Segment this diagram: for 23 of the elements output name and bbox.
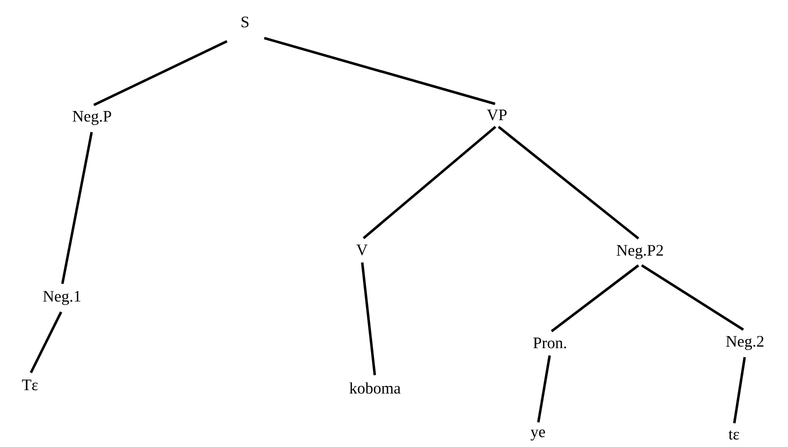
tree-label: ye — [530, 430, 545, 440]
tree-branch — [360, 262, 376, 376]
tree-label: V — [356, 244, 368, 256]
tree-branch — [93, 40, 228, 106]
tree-label: Tε — [22, 380, 38, 390]
tree-label: tε — [728, 430, 740, 440]
tree-label: koboma — [350, 382, 401, 394]
tree-branch — [641, 264, 744, 331]
tree-label: Pron. — [533, 338, 566, 348]
tree-branch — [30, 311, 62, 374]
tree-branch — [733, 357, 746, 424]
tree-branch — [264, 36, 496, 106]
tree-branch — [61, 132, 93, 284]
tree-label: S — [242, 16, 248, 28]
tree-label: Neg.1 — [43, 291, 80, 305]
tree-label: Neg.P — [72, 111, 112, 125]
tree-label: VP — [486, 110, 507, 120]
tree-branch — [362, 126, 496, 240]
tree-branch — [498, 126, 640, 240]
tree-label: Neg.2 — [726, 336, 764, 350]
tree-branch — [550, 264, 640, 332]
tree-label: Neg.P2 — [616, 244, 663, 260]
tree-branch — [537, 355, 551, 423]
